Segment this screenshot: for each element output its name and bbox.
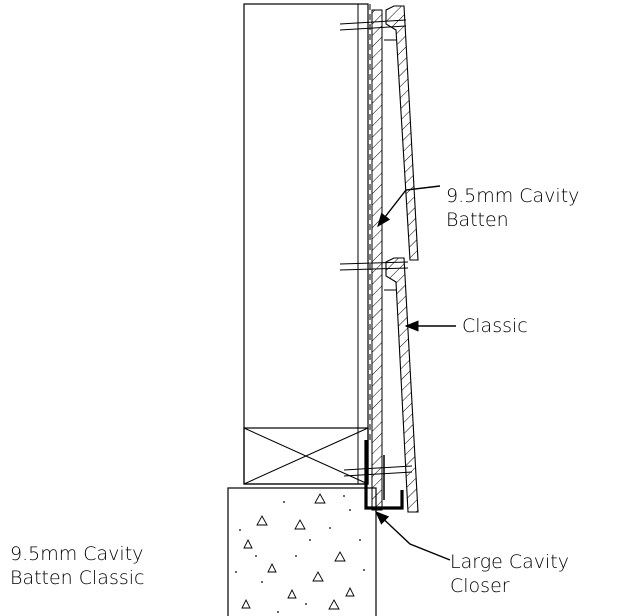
nails [339,19,413,477]
wall-stud [243,3,369,485]
cavity-batten [371,9,383,511]
label-classic: Classic [462,314,528,338]
cavity-closer [364,440,404,510]
label-cavity-batten-line1: 9.5mm Cavity [446,185,580,207]
label-cavity-closer-line1: Large Cavity [450,551,569,573]
label-classic-text: Classic [462,315,528,337]
label-cavity-batten-line2: Batten [446,209,509,231]
label-cavity-batten: 9.5mm Cavity Batten [446,184,579,232]
bottom-plate [243,427,369,485]
leader-lines [374,185,456,561]
weatherboard-lower [384,257,419,513]
weatherboard-upper [384,5,419,261]
concrete-foundation [227,487,377,616]
label-cavity-closer-line2: Closer [450,575,510,597]
caption: 9.5mm Cavity Batten Classic [10,542,144,590]
label-cavity-closer: Large Cavity Closer [450,550,569,598]
caption-line1: 9.5mm Cavity [10,543,144,565]
caption-line2: Batten Classic [10,567,145,589]
